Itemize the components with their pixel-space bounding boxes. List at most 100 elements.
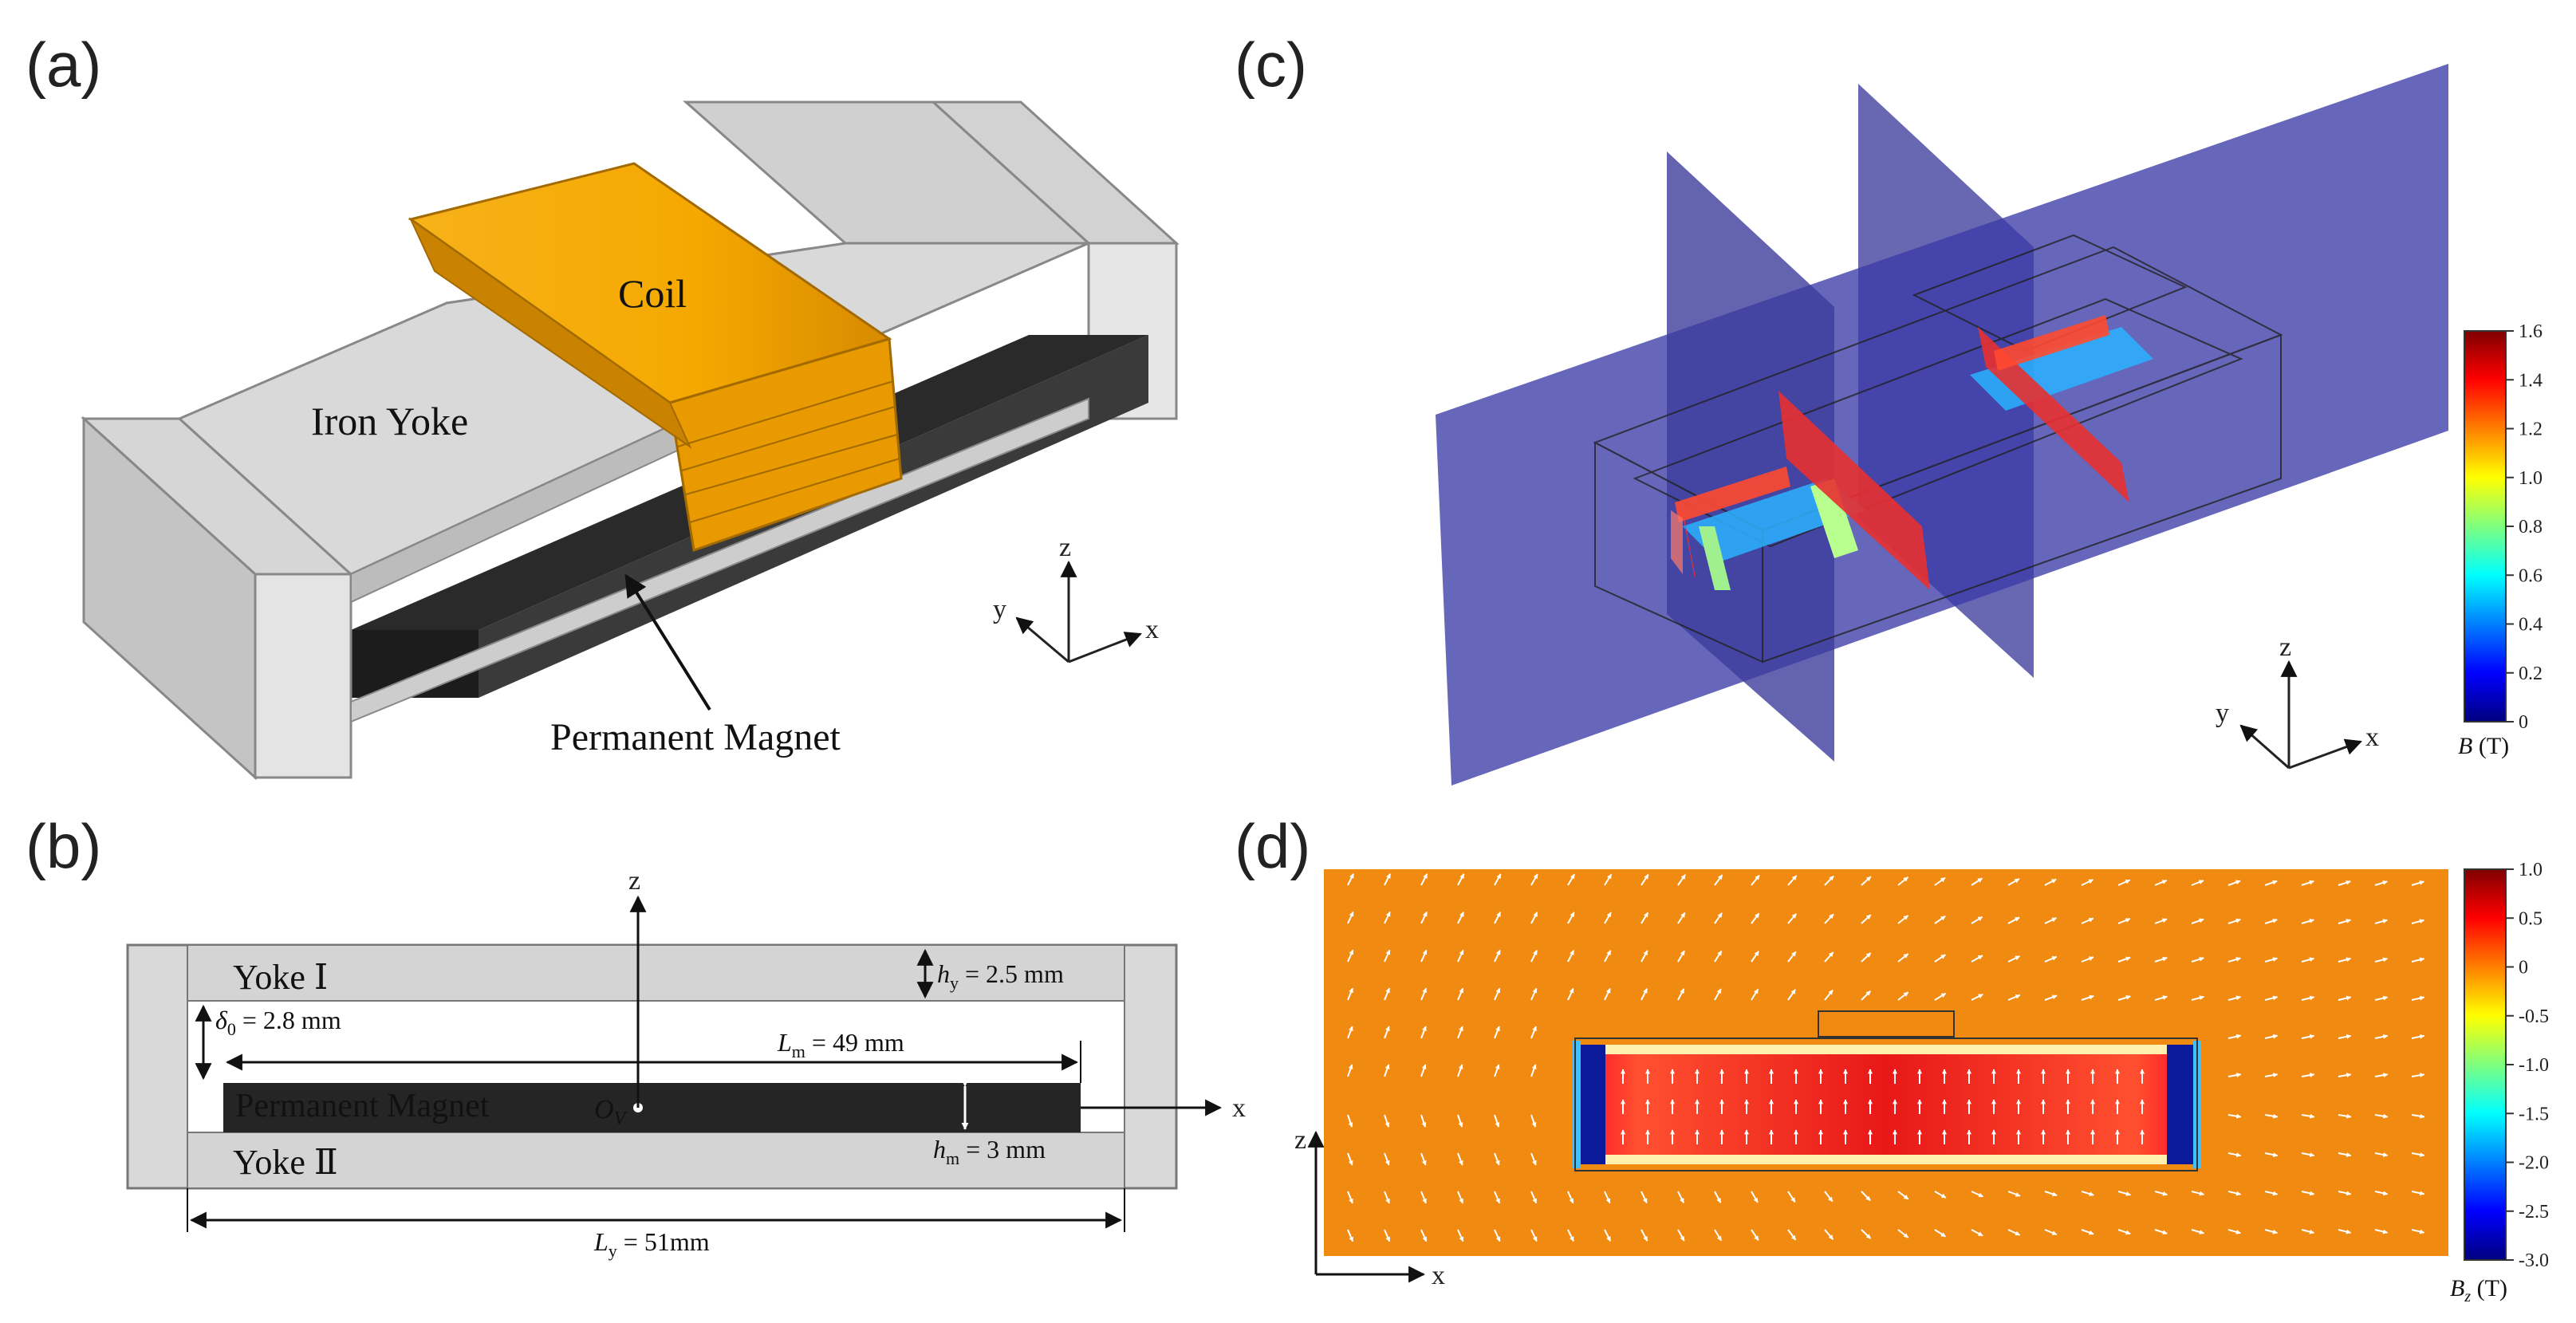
lm-label: Lm = 49 mm (777, 1028, 904, 1061)
z-axis-label-b: z (628, 866, 640, 896)
field-arrow (1530, 912, 1538, 924)
field-arrow (1494, 912, 1502, 924)
field-arrow (1751, 912, 1760, 924)
colorbar-tick-label: 0.8 (2519, 517, 2543, 537)
field-arrow (2007, 916, 2020, 924)
field-arrow (2117, 956, 2131, 963)
delta0-label: δ0 = 2.8 mm (215, 1006, 341, 1039)
field-arrow (2191, 995, 2205, 1001)
field-arrow (2411, 1191, 2425, 1196)
field-arrow (1567, 1229, 1574, 1242)
field-arrow (1494, 1152, 1500, 1166)
magnet-block (223, 1083, 1081, 1132)
field-arrow (1641, 988, 1648, 1001)
field-arrow (1787, 1191, 1796, 1203)
colorbar-tick-label: 0.5 (2519, 908, 2543, 929)
field-arrow (1897, 915, 1909, 924)
colorbar-tick-label: -1.5 (2519, 1104, 2549, 1124)
field-arrow (2044, 1229, 2058, 1235)
magnet-field-arrows (1621, 1069, 2145, 1144)
iron-yoke-label: Iron Yoke (311, 399, 468, 443)
field-arrow (1861, 952, 1872, 963)
field-arrow (1530, 1026, 1537, 1039)
field-arrow (2411, 1229, 2425, 1234)
field-arrow (1530, 1064, 1537, 1077)
colorbar-tick-label: 0 (2519, 712, 2528, 733)
field-arrow (1971, 1229, 1983, 1237)
field-arrow (1384, 1191, 1390, 1204)
field-arrow (1934, 1229, 1947, 1238)
field-arrow (2264, 995, 2279, 1001)
field-arrow (2374, 1073, 2389, 1078)
field-arrow (2081, 994, 2094, 1001)
field-arrow (1457, 987, 1464, 1001)
field-arrow (1824, 989, 1834, 1001)
colorbar-tick-label: -1.0 (2519, 1055, 2549, 1076)
field-arrow (1861, 914, 1872, 924)
field-arrow (1420, 1026, 1427, 1039)
field-arrow (1641, 912, 1649, 924)
field-arrow (1384, 1114, 1390, 1128)
colorbar-d-title: Bz (T) (2450, 1275, 2507, 1305)
field-arrow (2301, 1073, 2315, 1078)
colorbar-d-ticks: 1.00.50-0.5-1.0-1.5-2.0-2.5-3.0 (2506, 860, 2549, 1271)
field-arrow (1787, 1229, 1797, 1241)
field-arrow (1420, 987, 1428, 1001)
x-axis-label-d: x (1432, 1261, 1445, 1290)
high-field-strip (1671, 510, 1683, 574)
field-arrow (1677, 988, 1685, 1001)
field-arrow (1347, 873, 1354, 886)
coil-winding (689, 458, 900, 523)
yoke-2-label: Yoke Ⅱ (233, 1143, 338, 1182)
field-arrow (2338, 995, 2352, 1001)
field-arrow (2374, 1113, 2389, 1119)
field-arrow (1787, 875, 1798, 886)
field-arrow (1714, 1229, 1723, 1242)
field-arrow (1677, 1191, 1684, 1203)
field-arrow (1494, 1114, 1500, 1128)
field-arrow (1787, 951, 1797, 963)
magnet-core (1603, 1054, 2169, 1155)
field-arrow (1934, 915, 1946, 924)
field-arrow (1824, 913, 1834, 924)
field-arrow (1420, 1229, 1428, 1242)
field-arrow (1530, 1114, 1537, 1128)
field-arrow (1971, 877, 1983, 886)
field-arrow (2117, 1229, 2131, 1235)
field-arrow (2264, 1113, 2279, 1119)
field-arrow (2301, 995, 2315, 1001)
field-arrow (1714, 874, 1723, 886)
field-arrow (1567, 950, 1575, 963)
field-arrow (1641, 874, 1649, 886)
field-arrow (2044, 955, 2058, 963)
slice-plane-front (1667, 152, 1834, 762)
colorbar-c-ticks: 1.61.41.21.00.80.60.40.20 (2506, 321, 2543, 733)
field-arrow (2044, 1191, 2058, 1197)
magnet-label-b: Permanent Magnet (235, 1088, 490, 1124)
z-axis-label: z (2279, 632, 2291, 662)
field-arrow (1604, 912, 1612, 924)
field-arrow (2191, 918, 2204, 924)
field-arrow (2191, 1229, 2204, 1234)
field-arrow (1494, 1229, 1501, 1242)
colorbar-tick-label: 1.6 (2519, 321, 2543, 342)
field-arrow (2264, 918, 2278, 924)
panel-a: (a) Coil Iron Yoke Permanent Magnet (26, 30, 1180, 781)
field-arrow (2227, 1152, 2242, 1158)
field-arrow (1751, 988, 1759, 1001)
field-arrow (1861, 990, 1872, 1001)
high-field-strip (1978, 327, 2129, 502)
field-arrow (1567, 1191, 1574, 1204)
field-arrow (1494, 987, 1501, 1001)
field-arrow (2374, 880, 2388, 886)
field-arrow (1604, 1229, 1612, 1242)
field-arrow (2117, 995, 2131, 1001)
field-arrow (2301, 880, 2314, 886)
field-arrow (1384, 949, 1391, 963)
ly-label: Ly = 51mm (593, 1227, 710, 1261)
field-arrow (2007, 955, 2020, 963)
field-arrow (1530, 1191, 1538, 1204)
field-arrow (1861, 876, 1872, 886)
field-arrow (2007, 1191, 2021, 1197)
panel-b-label: (b) (26, 811, 101, 881)
